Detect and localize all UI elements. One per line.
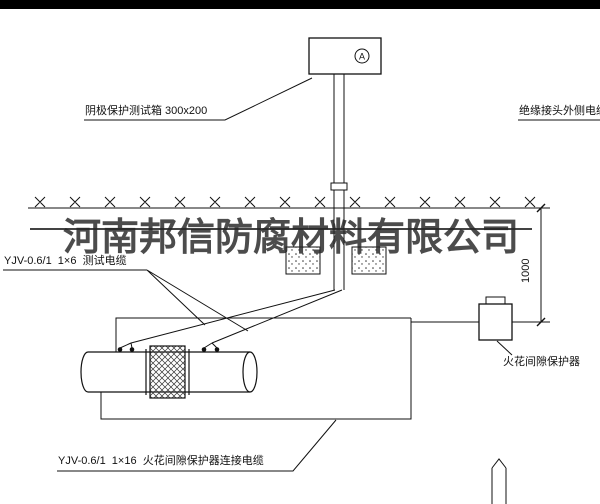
test-cables xyxy=(119,289,343,349)
cable-terminals xyxy=(117,347,220,352)
insulating-joint xyxy=(149,345,186,399)
test-box: A xyxy=(308,37,382,75)
connection-cable xyxy=(100,317,479,420)
label-test-box: 阴极保护测试箱 300x200 xyxy=(85,105,208,117)
pipeline xyxy=(80,345,258,399)
ammeter-symbol: A xyxy=(359,52,365,62)
label-connection-cable: YJV-0.6/1 1×16 火花间隙保护器连接电缆 xyxy=(58,455,264,467)
ground-line xyxy=(28,196,536,209)
spark-gap-protector xyxy=(478,296,513,356)
label-outer-cable: 绝缘接头外侧电缆 xyxy=(519,105,600,117)
pipe-break-symbol xyxy=(491,458,507,504)
riser-conduit xyxy=(330,74,348,290)
concrete-blocks xyxy=(285,246,387,275)
top-border-bar xyxy=(0,0,600,9)
dimension-text-1000: 1000 xyxy=(520,258,532,283)
dimension-1000 xyxy=(512,203,550,327)
label-test-cable: YJV-0.6/1 1×6 测试电缆 xyxy=(4,255,127,267)
leader-lines xyxy=(3,77,600,472)
ground-hatch-marks xyxy=(34,196,536,208)
label-spark-protector: 火花间隙保护器 xyxy=(503,356,580,368)
